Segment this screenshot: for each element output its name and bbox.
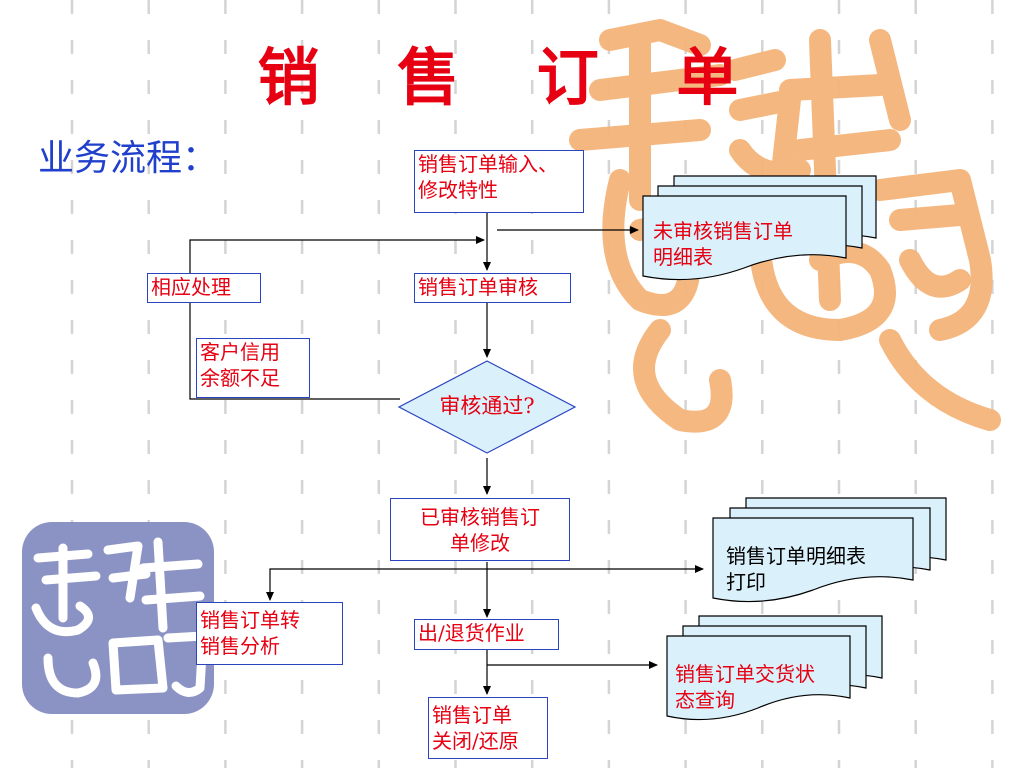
decision-diamond bbox=[397, 360, 577, 454]
node-order-close-line1: 销售订单 bbox=[432, 703, 512, 727]
node-order-close-line2: 关闭/还原 bbox=[432, 729, 519, 753]
node-sales-analysis: 销售订单转 销售分析 bbox=[196, 602, 343, 665]
document-stack-print bbox=[712, 497, 947, 603]
node-handle-label: 相应处理 bbox=[151, 275, 231, 299]
doc-print-line2: 打印 bbox=[726, 570, 766, 594]
slide-title: 销 售 订 单 bbox=[257, 41, 767, 114]
doc-print-line1: 销售订单明细表 bbox=[726, 544, 866, 568]
node-shipping-label: 出/退货作业 bbox=[418, 621, 525, 645]
node-order-close: 销售订单 关闭/还原 bbox=[428, 697, 548, 759]
node-credit-insufficient: 客户信用 余额不足 bbox=[196, 338, 310, 398]
node-order-audit: 销售订单审核 bbox=[414, 273, 571, 303]
node-audited-modify-line2: 单修改 bbox=[450, 531, 510, 555]
node-order-input-line1: 销售订单输入、 bbox=[418, 152, 558, 176]
node-order-input: 销售订单输入、 修改特性 bbox=[414, 150, 584, 213]
section-subtitle: 业务流程： bbox=[38, 138, 219, 179]
node-order-audit-label: 销售订单审核 bbox=[418, 275, 538, 299]
node-audited-modify-line1: 已审核销售订 bbox=[420, 505, 540, 529]
connector-to-analysis bbox=[266, 568, 487, 601]
node-order-input-line2: 修改特性 bbox=[418, 178, 498, 202]
doc-print-label: 销售订单明细表 打印 bbox=[726, 543, 866, 595]
node-credit-line1: 客户信用 bbox=[200, 340, 280, 364]
document-stack-delivery bbox=[666, 615, 883, 721]
node-audited-modify: 已审核销售订 单修改 bbox=[390, 498, 570, 561]
doc-delivery-line1: 销售订单交货状 bbox=[675, 662, 815, 686]
node-sales-analysis-line1: 销售订单转 bbox=[200, 608, 300, 632]
doc-unaudited-line1: 未审核销售订单 bbox=[653, 219, 793, 243]
doc-delivery-line2: 态查询 bbox=[675, 688, 735, 712]
seal-watermark-blue bbox=[22, 522, 214, 714]
doc-unaudited-line2: 明细表 bbox=[653, 245, 713, 269]
node-handle: 相应处理 bbox=[147, 273, 261, 303]
decision-label: 审核通过? bbox=[439, 394, 535, 418]
doc-delivery-label: 销售订单交货状 态查询 bbox=[675, 661, 815, 713]
node-credit-line2: 余额不足 bbox=[200, 366, 280, 390]
node-sales-analysis-line2: 销售分析 bbox=[200, 634, 280, 658]
document-stack-unaudited bbox=[642, 175, 877, 281]
doc-unaudited-label: 未审核销售订单 明细表 bbox=[653, 218, 793, 270]
connector-loop-back bbox=[189, 236, 485, 400]
node-shipping: 出/退货作业 bbox=[414, 619, 559, 650]
